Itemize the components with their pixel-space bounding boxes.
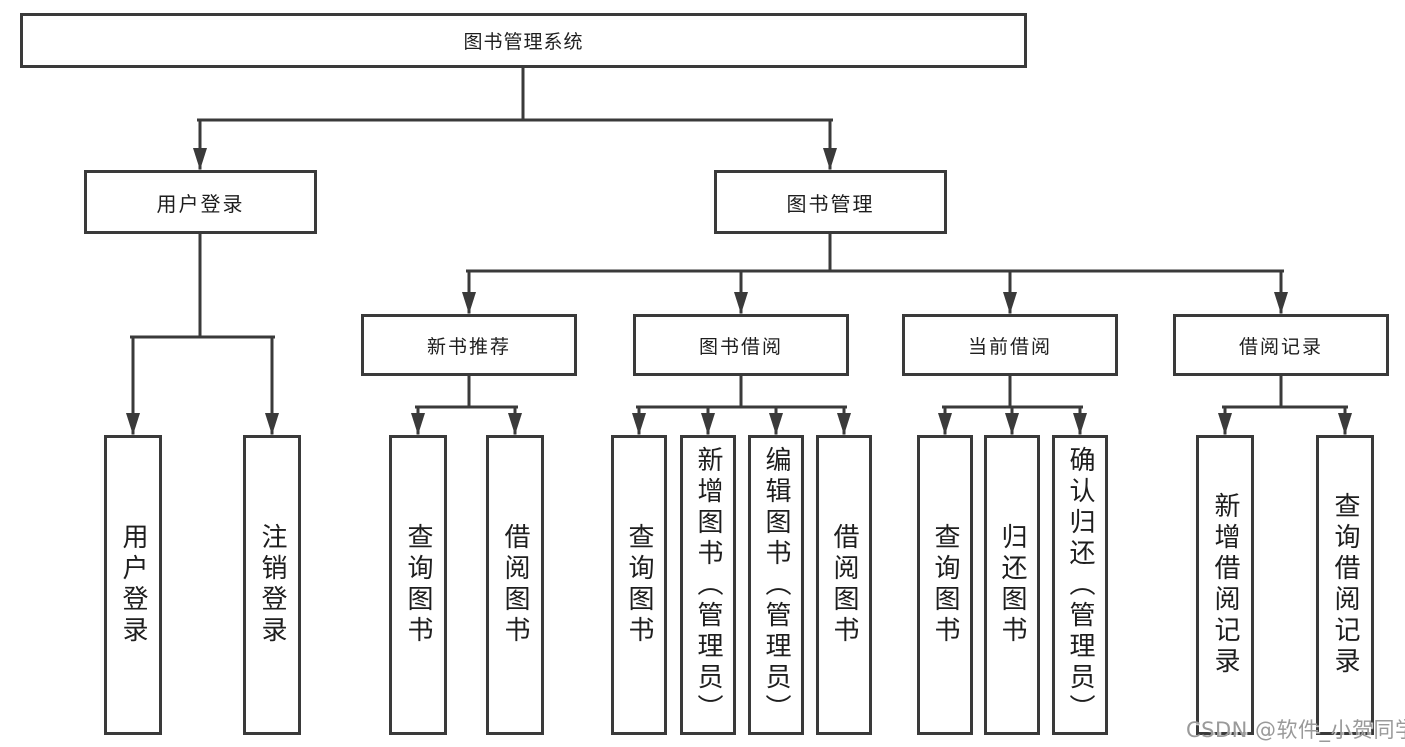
node-label: 归还图书	[997, 523, 1027, 647]
node-label: 新书推荐	[426, 335, 511, 358]
node-label: 图书管理	[786, 191, 875, 216]
node-label: 借阅记录	[1238, 335, 1323, 358]
node-user-login: 用户登录	[84, 170, 317, 234]
node-label: 当前借阅	[967, 335, 1052, 358]
node-new-book-recommendation: 新书推荐	[361, 314, 577, 376]
leaf-add-book-admin: 新增图书（管理员）	[680, 435, 736, 735]
arrowhead-icon	[823, 148, 837, 170]
connector-root-to-level1	[197, 66, 833, 170]
node-label: 查询借阅记录	[1330, 492, 1360, 678]
arrowhead-icon	[701, 413, 715, 435]
node-label: 查询图书	[624, 523, 654, 647]
leaf-confirm-return-admin: 确认归还（管理员）	[1052, 435, 1108, 735]
arrowhead-icon	[1338, 413, 1352, 435]
connector-bookmgmt-to-level2	[466, 232, 1284, 314]
arrowhead-icon	[1003, 292, 1017, 314]
node-label: 查询图书	[403, 523, 433, 647]
arrowhead-icon	[1218, 413, 1232, 435]
watermark: CSDN @软件_小贺同学	[1186, 718, 1405, 742]
leaf-query-books-current: 查询图书	[917, 435, 973, 735]
leaf-return-books: 归还图书	[984, 435, 1040, 735]
node-label: 注销登录	[257, 523, 287, 647]
node-label: 图书借阅	[698, 335, 783, 358]
node-label: 借阅图书	[829, 523, 859, 647]
arrowhead-icon	[508, 413, 522, 435]
node-label: 新增借阅记录	[1210, 492, 1240, 678]
arrowhead-icon	[1005, 413, 1019, 435]
leaf-query-books-recommend: 查询图书	[389, 435, 447, 735]
node-label: 图书管理系统	[463, 31, 584, 53]
node-label: 借阅图书	[500, 523, 530, 647]
node-library-management-system: 图书管理系统	[20, 13, 1027, 68]
leaf-query-books-borrowing: 查询图书	[611, 435, 667, 735]
arrowhead-icon	[632, 413, 646, 435]
leaf-borrow-books: 借阅图书	[816, 435, 872, 735]
leaf-add-borrow-record: 新增借阅记录	[1196, 435, 1254, 735]
connector-userlogin-to-leaves	[130, 232, 275, 435]
arrowhead-icon	[734, 292, 748, 314]
connector-borrowing-to-leaves	[636, 374, 847, 435]
arrowhead-icon	[462, 292, 476, 314]
leaf-logout: 注销登录	[243, 435, 301, 735]
arrowhead-icon	[193, 148, 207, 170]
node-label: 确认归还（管理员）	[1065, 445, 1095, 725]
leaf-query-borrow-record: 查询借阅记录	[1316, 435, 1374, 735]
node-label: 用户登录	[156, 191, 245, 216]
node-current-borrowing: 当前借阅	[902, 314, 1118, 376]
arrowhead-icon	[126, 413, 140, 435]
leaf-user-login: 用户登录	[104, 435, 162, 735]
node-borrowing-records: 借阅记录	[1173, 314, 1389, 376]
node-label: 查询图书	[930, 523, 960, 647]
node-label: 编辑图书（管理员）	[761, 445, 791, 725]
arrowhead-icon	[1274, 292, 1288, 314]
arrowhead-icon	[938, 413, 952, 435]
arrowhead-icon	[769, 413, 783, 435]
arrowhead-icon	[837, 413, 851, 435]
leaf-edit-book-admin: 编辑图书（管理员）	[748, 435, 804, 735]
arrowhead-icon	[265, 413, 279, 435]
leaf-borrow-books-recommend: 借阅图书	[486, 435, 544, 735]
arrowhead-icon	[1073, 413, 1087, 435]
node-label: 新增图书（管理员）	[693, 445, 723, 725]
arrowhead-icon	[411, 413, 425, 435]
connector-newbook-to-leaves	[415, 374, 518, 435]
connector-records-to-leaves	[1222, 374, 1348, 435]
node-book-borrowing: 图书借阅	[633, 314, 849, 376]
node-book-management: 图书管理	[714, 170, 947, 234]
node-label: 用户登录	[118, 523, 148, 647]
